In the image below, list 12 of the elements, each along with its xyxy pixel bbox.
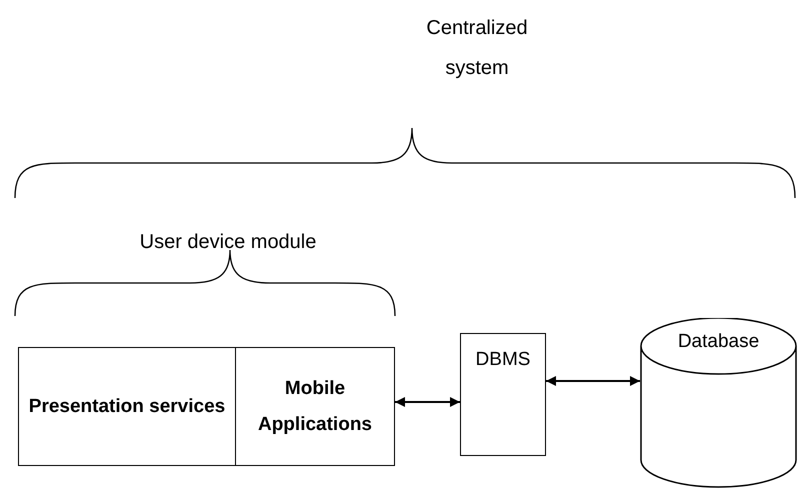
double-arrow (546, 376, 640, 386)
database-cylinder (640, 318, 797, 488)
process-box (18, 347, 236, 466)
double-arrow (395, 397, 460, 407)
node-label: Database (678, 330, 760, 354)
process-box (235, 347, 395, 466)
node-label: Presentation services (28, 394, 226, 418)
node-label: Mobile Applications (256, 376, 373, 436)
node-label: DBMS (476, 348, 530, 372)
group-label: User device module (138, 230, 318, 255)
group-label: Centralized system (425, 16, 529, 81)
process-box (460, 333, 546, 456)
